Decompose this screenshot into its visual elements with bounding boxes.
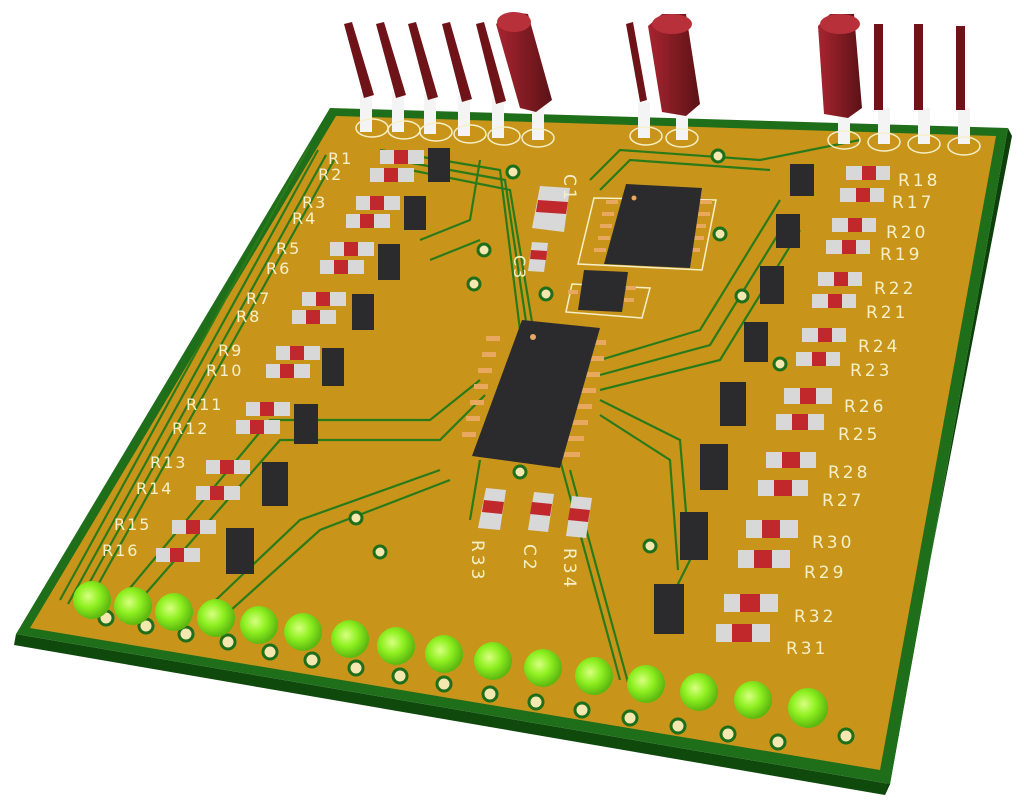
pin-header-mid — [626, 14, 700, 148]
label-r11: R11 — [186, 395, 223, 414]
label-r31: R31 — [786, 639, 828, 659]
via-pads — [348, 148, 788, 560]
label-r21: R21 — [866, 303, 908, 323]
label-r8: R8 — [236, 307, 261, 326]
label-r27: R27 — [822, 491, 864, 511]
led-pads — [97, 609, 855, 751]
led — [734, 681, 772, 719]
main-ic — [462, 320, 606, 468]
led-row — [73, 581, 828, 728]
label-c3: C3 — [510, 255, 529, 280]
label-r7: R7 — [246, 289, 271, 308]
label-r14: R14 — [136, 479, 173, 498]
label-r9: R9 — [218, 341, 243, 360]
led — [627, 665, 665, 703]
led — [73, 581, 111, 619]
upper-ic — [577, 184, 717, 271]
label-r32: R32 — [794, 607, 836, 627]
label-r3: R3 — [302, 193, 327, 212]
left-resistor-bank — [156, 148, 450, 574]
label-r5: R5 — [276, 239, 301, 258]
resistor-r33 — [478, 488, 506, 530]
led — [155, 593, 193, 631]
label-r23: R23 — [850, 361, 892, 381]
label-r22: R22 — [874, 279, 916, 299]
label-r29: R29 — [804, 563, 846, 583]
capacitor-c2 — [528, 492, 554, 532]
led — [197, 599, 235, 637]
label-r18: R18 — [898, 171, 940, 191]
led — [788, 688, 828, 728]
label-c1: C1 — [559, 174, 579, 203]
led — [425, 635, 463, 673]
capacitor-c3 — [528, 242, 548, 272]
led — [284, 613, 322, 651]
small-ic — [565, 270, 651, 319]
right-resistor-bank — [654, 164, 890, 642]
label-r17: R17 — [892, 193, 934, 213]
led — [474, 642, 512, 680]
label-c2: C2 — [519, 544, 539, 573]
led — [114, 587, 152, 625]
label-r25: R25 — [838, 425, 880, 445]
label-r30: R30 — [812, 533, 854, 553]
led — [377, 627, 415, 665]
label-r4: R4 — [292, 209, 317, 228]
label-r28: R28 — [828, 463, 870, 483]
label-r1: R1 — [328, 149, 353, 168]
led — [331, 620, 369, 658]
label-r10: R10 — [206, 361, 243, 380]
led — [240, 606, 278, 644]
led — [680, 673, 718, 711]
pin-header-right — [818, 14, 981, 156]
label-r19: R19 — [880, 245, 922, 265]
label-r20: R20 — [886, 223, 928, 243]
label-r34: R34 — [559, 548, 579, 590]
label-r13: R13 — [150, 453, 187, 472]
resistor-r34 — [566, 496, 592, 538]
label-r2: R2 — [318, 165, 343, 184]
led — [575, 657, 613, 695]
label-r24: R24 — [858, 337, 900, 357]
label-r15: R15 — [114, 515, 151, 534]
label-r33: R33 — [467, 540, 487, 582]
pin-header-left — [344, 12, 555, 148]
label-r26: R26 — [844, 397, 886, 417]
label-r6: R6 — [266, 259, 291, 278]
led — [524, 649, 562, 687]
capacitor-c1 — [532, 186, 570, 232]
label-r16: R16 — [102, 541, 139, 560]
label-r12: R12 — [172, 419, 209, 438]
